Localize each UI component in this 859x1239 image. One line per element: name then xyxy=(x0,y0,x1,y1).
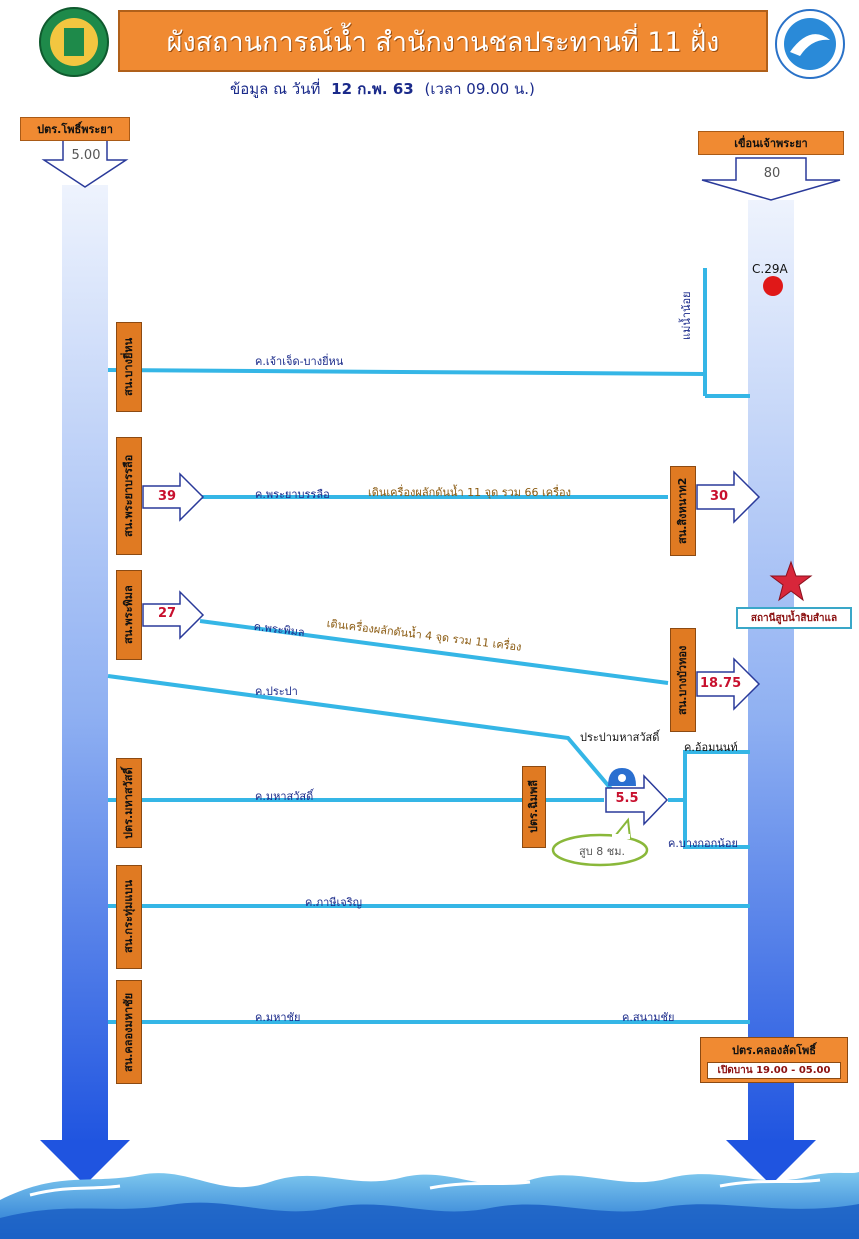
bang-yi-hon-canal-label: ค.เจ้าเจ็ด-บางยี่หน xyxy=(255,355,344,368)
khlong-maha-chai-station-label: สน.คลองมหาชัย xyxy=(116,980,142,1084)
rid-logo xyxy=(39,7,109,77)
right-river-value: 80 xyxy=(763,166,781,181)
page-title: ผังสถานการณ์น้ำ สำนักงานชลประทานที่ 11 ฝ… xyxy=(118,10,768,72)
right-river xyxy=(726,200,816,1185)
bang-bua-thong-out-value: 18.75 xyxy=(700,676,742,691)
chim-phli-gate-label: ปตร.ฉิมพลี xyxy=(522,766,546,848)
maha-chai-canal-label: ค.มหาชัย xyxy=(255,1011,301,1024)
prapa-canal-label: ค.ประปา xyxy=(255,685,298,698)
lat-pho-gate-box: ปตร.คลองลัดโพธิ์ เปิดบาน 19.00 - 05.00 xyxy=(700,1037,848,1083)
station-c29a-dot xyxy=(763,276,783,296)
phraya-banlue-in-value: 39 xyxy=(157,489,177,504)
phra-phimon-in-arrow xyxy=(142,590,205,640)
chim-phli-pump-value: 5.5 xyxy=(615,791,639,806)
bangkok-noi-canal-label: ค.บางกอกน้อย xyxy=(668,837,738,850)
left-river-value: 5.00 xyxy=(71,148,101,163)
chim-phli-pump-arrow xyxy=(605,774,669,826)
mae-nam-noi-canal xyxy=(703,268,750,398)
canal-lines xyxy=(107,368,750,1024)
phra-phimon-station-label: สน.พระพิมล xyxy=(116,570,142,660)
prapa-target-label: ประปามหาสวัสดิ์ xyxy=(580,731,660,744)
lat-pho-gate-title: ปตร.คลองลัดโพธิ์ xyxy=(731,1044,817,1057)
bang-bua-thong-out-arrow xyxy=(696,657,761,711)
phraya-banlue-in-arrow xyxy=(142,472,205,522)
date-prefix: ข้อมูล ณ วันที่ xyxy=(230,80,321,98)
right-inflow-arrow xyxy=(701,157,841,201)
bang-yi-hon-station-label: สน.บางยี่หน xyxy=(116,322,142,412)
star-icon xyxy=(769,560,813,602)
phraya-banlue-canal-label: ค.พระยาบรรลือ xyxy=(255,488,330,501)
report-date: 12 ก.พ. 63 xyxy=(331,80,414,98)
right-river-dam-label: เขื่อนเจ้าพระยา xyxy=(698,131,844,155)
lat-pho-gate-time: เปิดบาน 19.00 - 05.00 xyxy=(707,1062,841,1079)
maha-sawat-gate-label: ปตร.มหาสวัสดิ์ xyxy=(116,758,142,848)
sea-waves xyxy=(0,1172,859,1239)
phra-phimon-in-value: 27 xyxy=(157,606,177,621)
report-time: (เวลา 09.00 น.) xyxy=(424,80,535,98)
left-river xyxy=(40,185,130,1185)
bang-bua-thong-station-label: สน.บางบัวทอง xyxy=(670,628,696,732)
phasi-charoen-canal-label: ค.ภาษีเจริญ xyxy=(305,896,363,909)
sampran-pump-station-label: สถานีสูบน้ำสิบสำแล xyxy=(736,607,852,629)
report-date-line: ข้อมูล ณ วันที่ 12 ก.พ. 63 (เวลา 09.00 น… xyxy=(230,77,535,101)
pump-station-icon xyxy=(608,768,636,786)
left-inflow-arrow xyxy=(41,139,129,188)
om-non-canal-label: ค.อ้อมนนท์ xyxy=(684,741,738,754)
station-c29a-label: C.29A xyxy=(752,262,788,276)
sanam-chai-canal-label: ค.สนามชัย xyxy=(622,1011,675,1024)
phraya-banlue-station-label: สน.พระยาบรรลือ xyxy=(116,437,142,555)
singhanat-out-value: 30 xyxy=(709,489,729,504)
singhanat-out-arrow xyxy=(696,470,761,524)
left-river-gate-label: ปตร.โพธิ์พระยา xyxy=(20,117,130,141)
singhanat-station-label: สน.สิงหนาท2 xyxy=(670,466,696,556)
maha-sawat-canal-label: ค.มหาสวัสดิ์ xyxy=(255,790,314,803)
krathum-baen-station-label: สน.กระทุ่มแบน xyxy=(116,865,142,969)
office-logo xyxy=(775,9,845,79)
phraya-banlue-pump-note: เดินเครื่องผลักดันน้ำ 11 จุด รวม 66 เครื… xyxy=(368,486,572,499)
pump-note-bubble xyxy=(551,817,649,867)
mae-nam-noi-label: แม่น้ำน้อย xyxy=(680,291,693,340)
chim-phli-pump-note: สูบ 8 ชม. xyxy=(579,845,625,858)
